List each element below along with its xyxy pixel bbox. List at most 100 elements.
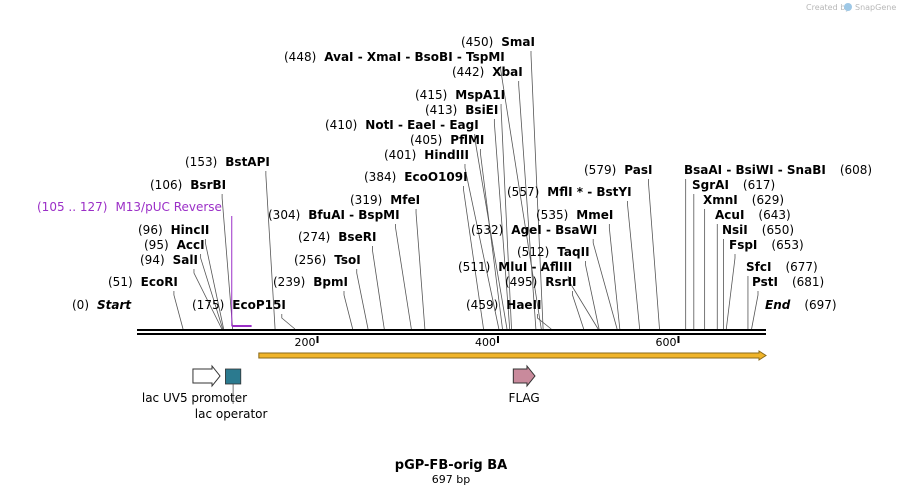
site-label-bsrbi[interactable]: (106)BsrBI xyxy=(150,178,226,192)
site-position: (579) xyxy=(584,163,616,177)
site-line xyxy=(464,164,500,330)
ruler-tick-label: 600 xyxy=(655,336,676,349)
site-line xyxy=(500,104,512,330)
site-line xyxy=(592,239,618,330)
feature-lac-uv5-promoter[interactable]: lac UV5 promoter xyxy=(142,364,247,405)
site-label-mfli-bstyi[interactable]: (557)MflI * - BstYI xyxy=(507,185,632,199)
feature-arrow-shape xyxy=(192,364,221,388)
site-line xyxy=(463,186,484,330)
feature-lac-operator[interactable]: lac operator xyxy=(195,368,268,421)
site-label-acci[interactable]: (95) AccI xyxy=(144,238,205,252)
site-name: EcoO109I xyxy=(404,170,467,184)
site-position: (0) xyxy=(72,298,89,312)
site-label-xbai[interactable]: (442)XbaI xyxy=(452,65,523,79)
site-labels: (0)Start (51)EcoRI (94)SalI(95) AccI(96)Hin… xyxy=(72,35,872,312)
site-label-pflmi[interactable]: (405)PflMI xyxy=(410,133,484,147)
site-name: AcuI xyxy=(715,208,744,222)
site-name: HaeII xyxy=(506,298,541,312)
site-position: (239) xyxy=(273,275,305,289)
site-label-start[interactable]: (0)Start xyxy=(72,298,132,312)
ruler-tick-label: 200 xyxy=(294,336,315,349)
site-position: (410) xyxy=(325,118,357,132)
site-label-bfuai-bspmi[interactable]: (304)BfuAI - BspMI xyxy=(268,208,400,222)
site-label-rsrii[interactable]: (495)RsrII xyxy=(505,275,577,289)
site-line xyxy=(567,276,599,330)
site-label-end[interactable]: End(697) xyxy=(765,298,837,312)
site-line xyxy=(356,269,369,330)
site-line xyxy=(204,239,225,330)
site-label-pasi[interactable]: (579)PasI xyxy=(584,163,652,177)
site-label-ecop15i[interactable]: (175)EcoP15I xyxy=(192,298,286,312)
site-position: (94) xyxy=(140,253,165,267)
site-label-avai-xmai-bsobi-tspmi[interactable]: (448)AvaI - XmaI - BsoBI - TspMI xyxy=(284,50,505,64)
site-label-ecori[interactable]: (51)EcoRI xyxy=(108,275,178,289)
site-position: (511) xyxy=(458,260,490,274)
site-position: (274) xyxy=(298,230,330,244)
credit-brand: SnapGene xyxy=(855,3,896,12)
site-position: (450) xyxy=(461,35,493,49)
site-name: NotI - EaeI - EagI xyxy=(365,118,478,132)
site-label-taqii[interactable]: (512) TaqII xyxy=(517,245,590,259)
site-label-mspa1i[interactable]: (415)MspA1I xyxy=(415,88,505,102)
orf-arrow[interactable] xyxy=(258,350,767,361)
site-position: (459) xyxy=(466,298,498,312)
site-name: TaqII xyxy=(557,245,589,259)
ruler-ticks: 200 400 600 xyxy=(294,336,680,349)
site-label-ecoo109i[interactable]: (384)EcoO109I xyxy=(364,170,468,184)
site-line xyxy=(221,194,234,330)
site-name: PflMI xyxy=(450,133,484,147)
site-position: (95) xyxy=(144,238,169,252)
site-label-noti-eaei-eagi[interactable]: (410) NotI - EaeI - EagI xyxy=(325,118,479,132)
site-position: (681) xyxy=(792,275,824,289)
site-name: SmaI xyxy=(501,35,535,49)
site-line xyxy=(572,291,585,330)
site-label-psti[interactable]: PstI(681) xyxy=(752,275,824,289)
site-label-xmni[interactable]: XmnI (629) xyxy=(703,193,784,207)
feature-flag[interactable]: FLAG xyxy=(509,364,540,405)
site-label-mlui-afliii[interactable]: (511)MluI - AflIII xyxy=(458,260,572,274)
site-name: XmnI xyxy=(703,193,738,207)
site-label-nsii[interactable]: NsiI(650) xyxy=(722,223,794,237)
site-label-bseri[interactable]: (274)BseRI xyxy=(298,230,376,244)
site-name: TsoI xyxy=(334,253,360,267)
site-name: SfcI xyxy=(746,260,771,274)
site-position: (512) xyxy=(517,245,549,259)
site-label-mmei[interactable]: (535)MmeI xyxy=(536,208,613,222)
primer-range: (105 .. 127) xyxy=(37,200,107,214)
site-line xyxy=(200,254,224,330)
site-lines xyxy=(173,51,759,330)
site-label-smai[interactable]: (450) SmaI xyxy=(461,35,535,49)
site-label-bpmi[interactable]: (239)BpmI xyxy=(273,275,348,289)
site-label-haeii[interactable]: (459) HaeII xyxy=(466,298,542,312)
site-name: AgeI - BsaWI xyxy=(511,223,597,237)
credit-prefix: Created by xyxy=(806,3,850,12)
site-label-bsaai-bsiwi-snabi[interactable]: BsaAI - BsiWI - SnaBI(608) xyxy=(684,163,872,177)
site-label-sali[interactable]: (94)SalI xyxy=(140,253,198,267)
ruler-tick-label: 400 xyxy=(475,336,496,349)
site-label-bsiei[interactable]: (413)BsiEI xyxy=(425,103,498,117)
site-line xyxy=(518,81,537,330)
primer-m13-puc-reverse[interactable]: (105 .. 127) M13/pUC Reverse xyxy=(37,200,252,327)
primer-name: M13/pUC Reverse xyxy=(115,200,222,214)
site-label-sfci[interactable]: SfcI(677) xyxy=(746,260,818,274)
site-name: AccI xyxy=(177,238,205,252)
site-position: (535) xyxy=(536,208,568,222)
site-position: (617) xyxy=(743,178,775,192)
site-position: (608) xyxy=(840,163,872,177)
feature-label: FLAG xyxy=(509,391,540,405)
site-line xyxy=(343,291,354,330)
site-line xyxy=(500,66,542,330)
primer-label: (105 .. 127) M13/pUC Reverse xyxy=(37,200,222,214)
site-name: BsiEI xyxy=(465,103,498,117)
site-label-agei-bsawi[interactable]: (532)AgeI - BsaWI xyxy=(471,223,597,237)
site-name: NsiI xyxy=(722,223,748,237)
site-position: (629) xyxy=(752,193,784,207)
site-label-bstapi[interactable]: (153)BstAPI xyxy=(185,155,270,169)
site-label-mfei[interactable]: (319)MfeI xyxy=(350,193,420,207)
site-label-hindiii[interactable]: (401)HindIII xyxy=(384,148,469,162)
site-label-acui[interactable]: AcuI(643) xyxy=(715,208,791,222)
site-label-tsoi[interactable]: (256)TsoI xyxy=(294,253,361,267)
site-label-fspi[interactable]: FspI(653) xyxy=(729,238,804,252)
site-label-sgrai[interactable]: SgrAI(617) xyxy=(692,178,775,192)
site-label-hincii[interactable]: (96)HincII xyxy=(138,223,209,237)
